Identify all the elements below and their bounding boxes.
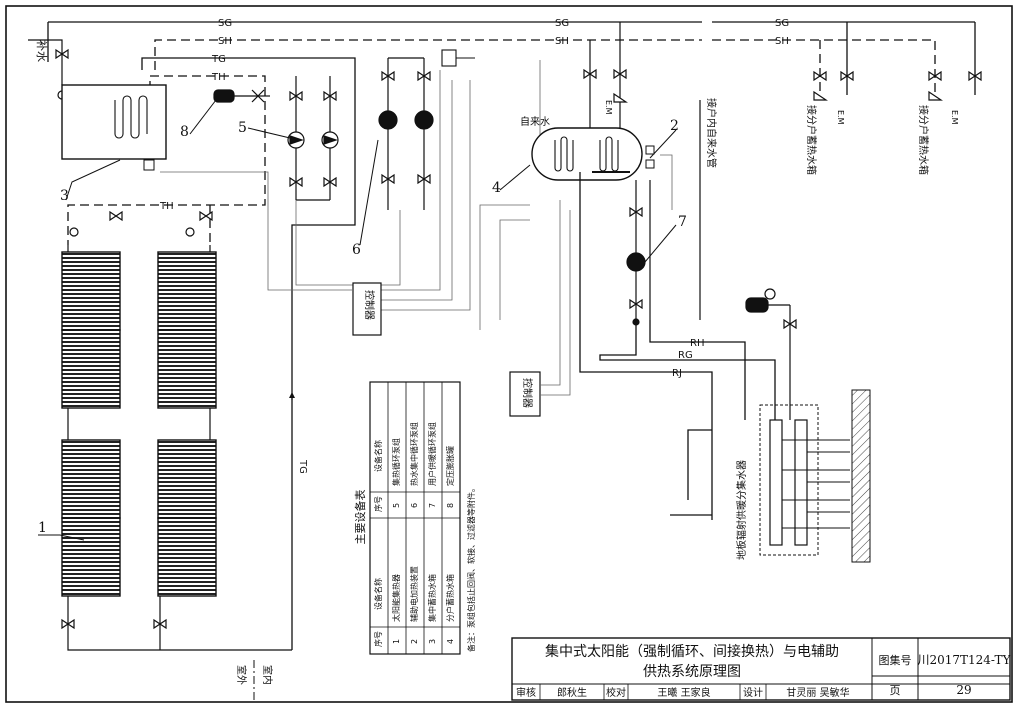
- table-r4-name2: 定压膨胀罐: [445, 446, 455, 486]
- floor-heating-manifold: [759, 404, 850, 556]
- label-sg-2: SG: [555, 18, 569, 29]
- equipment-table: 主要设备表 序号 设备名称 序号 设备名称 1 太阳能集热器 5 集热循环泵组 …: [353, 381, 476, 655]
- label-em-1: E.M: [604, 100, 613, 115]
- table-note: 备注：泵组包括止回阀、软接、过滤器等附件。: [466, 484, 476, 652]
- label-to-storage-tank-2: 接分户蓄热水箱: [917, 105, 930, 175]
- table-col-head-2: 设备名称: [373, 578, 383, 610]
- household-branch-valves: [813, 70, 982, 101]
- check-label: 校对: [606, 686, 626, 699]
- page-number: 29: [956, 683, 971, 697]
- table-r1-name: 太阳能集热器: [391, 574, 401, 622]
- table-r1-no2: 5: [392, 503, 401, 508]
- controller-top: 控制器: [352, 282, 382, 336]
- title-block: [511, 637, 1011, 701]
- label-makeup-water: 补水: [35, 40, 48, 62]
- collector-pump-group: [287, 76, 339, 201]
- control-wiring: [160, 60, 673, 330]
- label-sg-3: SG: [775, 18, 789, 29]
- table-r2-no2: 6: [410, 503, 419, 508]
- pipe-sh-line: [154, 39, 936, 95]
- callout-5: 5: [238, 120, 247, 136]
- floor-expansion-tank: [745, 288, 797, 420]
- table-r2-no: 2: [410, 639, 419, 644]
- table-r4-no2: 8: [446, 503, 455, 508]
- checker-name: 王曦 王家良: [657, 686, 710, 699]
- table-col-head-3: 序号: [373, 496, 383, 512]
- table-col-head-4: 设备名称: [373, 440, 383, 472]
- collector-valves-top: [69, 210, 213, 237]
- table-r1-name2: 集热循环泵组: [391, 438, 401, 486]
- central-storage-tank: [61, 84, 167, 171]
- table-r3-no2: 7: [428, 503, 437, 508]
- label-rj: RJ: [672, 368, 682, 379]
- expansion-tank: [213, 89, 270, 103]
- controller-bottom-label: 控制器: [521, 378, 534, 408]
- designer-name: 甘灵丽 吴敏华: [786, 686, 849, 699]
- label-sg-1: SG: [218, 18, 232, 29]
- collector-piping: [61, 245, 295, 651]
- drawing-frame: [5, 5, 1013, 703]
- atlas-label: 图集号: [879, 653, 912, 667]
- solar-collector-array: [61, 251, 217, 597]
- title-line-2: 供热系统原理图: [643, 664, 741, 680]
- label-sh-2: SH: [555, 36, 569, 47]
- label-em-3: E.M: [950, 110, 959, 125]
- table-r4-name: 分户蓄热水箱: [445, 574, 455, 622]
- wall-hatch: [851, 389, 871, 563]
- table-r2-name: 辅助电加热装置: [409, 566, 419, 622]
- table-r1-no: 1: [392, 639, 401, 644]
- label-tg-vertical: TG: [297, 459, 308, 474]
- household-inlet-valves: [583, 22, 628, 128]
- label-indoor: 室内: [261, 665, 274, 685]
- callout-3: 3: [60, 188, 69, 204]
- review-label: 审核: [516, 686, 536, 699]
- pipe-rj-line: [579, 172, 713, 520]
- table-r3-name: 集中蓄热水箱: [427, 574, 437, 622]
- callout-1: 1: [38, 520, 47, 536]
- table-r4-no: 4: [446, 639, 455, 644]
- callout-leaders: [38, 99, 677, 541]
- label-floor-heating-manifold: 地板辐射供暖分集水器: [735, 460, 748, 560]
- label-rg: RG: [678, 350, 693, 361]
- table-r3-name2: 用户供暖循环泵组: [427, 422, 437, 486]
- page-label: 页: [890, 684, 901, 697]
- callout-4: 4: [492, 180, 501, 196]
- title-line-1: 集中式太阳能（强制循环、间接换热）与电辅助: [545, 643, 839, 660]
- atlas-number: 川2017T124-TY: [917, 653, 1011, 667]
- pipe-tg-line: [141, 57, 356, 650]
- controller-bottom: 控制器: [509, 371, 541, 417]
- label-rh: RH: [690, 338, 704, 349]
- equipment-table-title: 主要设备表: [353, 490, 367, 545]
- heating-pump-group: [626, 180, 651, 326]
- label-em-2: E.M: [836, 110, 845, 125]
- label-outdoor: 室外: [235, 665, 248, 685]
- callout-7: 7: [678, 214, 687, 230]
- table-r3-no: 3: [428, 639, 437, 644]
- hot-water-pump-group: [378, 57, 434, 210]
- household-storage-tank: [531, 127, 655, 181]
- label-tap-water-in: 接户内自来水管: [705, 98, 718, 168]
- label-sh-3: SH: [775, 36, 789, 47]
- callout-8: 8: [180, 124, 189, 140]
- label-to-storage-tank-1: 接分户蓄热水箱: [805, 105, 818, 175]
- label-th-1: TH: [211, 72, 226, 83]
- reviewer-name: 郎秋生: [557, 686, 587, 699]
- air-vent: [441, 49, 475, 67]
- label-th-2: TH: [159, 201, 174, 212]
- pipe-sg-line: [47, 21, 976, 95]
- label-tg-1: TG: [211, 54, 226, 65]
- design-label: 设计: [743, 686, 763, 699]
- table-col-head-1: 序号: [373, 631, 383, 647]
- controller-top-label: 控制器: [363, 290, 376, 320]
- pipe-th-line: [67, 75, 266, 245]
- table-r2-name2: 热水集中循环泵组: [409, 422, 419, 486]
- callout-6: 6: [352, 242, 361, 258]
- pipe-rg-line: [599, 320, 776, 420]
- callout-2: 2: [670, 118, 679, 134]
- pipe-rh-line: [649, 320, 746, 420]
- label-sh-1: SH: [218, 36, 232, 47]
- label-tap-water-short: 自来水: [520, 115, 550, 128]
